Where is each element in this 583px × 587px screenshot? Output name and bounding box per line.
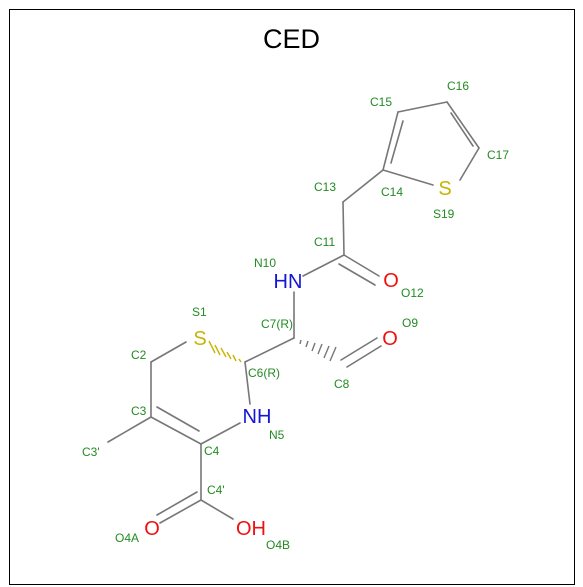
sulfur-thiophene-symbol: S xyxy=(438,178,451,200)
bond-s19-c14 xyxy=(382,169,434,186)
carbonyl-oxygen-symbol: O xyxy=(144,518,160,540)
bond-c16-c17-inner xyxy=(450,112,474,147)
atom-label-c8: C8 xyxy=(334,377,350,391)
bond-c3-c4-double xyxy=(156,406,200,432)
bond-c4p-o4a-double xyxy=(156,491,198,516)
bond-c4-n5 xyxy=(200,422,241,445)
atom-labels: C15 C16 C17 C14 S19 C13 C11 N10 O12 S1 C… xyxy=(82,79,509,552)
bond-c8-o9-double xyxy=(346,345,382,368)
atom-label-o4b: O4B xyxy=(266,538,290,552)
bond-c4p-o4b xyxy=(200,499,234,520)
bond-c8-o9 xyxy=(340,337,378,361)
bond-c14-c13 xyxy=(342,169,384,203)
atom-label-o12: O12 xyxy=(401,286,424,300)
atom-label-c4: C4 xyxy=(204,444,220,458)
bond-c6-n5 xyxy=(244,361,251,405)
diagram-frame xyxy=(9,9,575,585)
ring-nitrogen-symbol: NH xyxy=(243,406,272,428)
hash-wedge-c6-s1 xyxy=(208,340,242,363)
amide-nitrogen-symbol: HN xyxy=(274,271,303,293)
atom-label-c3-prime: C3' xyxy=(82,445,100,459)
atom-label-o9: O9 xyxy=(402,316,418,330)
atom-label-c17: C17 xyxy=(487,148,509,162)
atom-label-c14: C14 xyxy=(381,185,403,199)
atom-label-c6: C6(R) xyxy=(248,366,280,380)
atom-label-c3: C3 xyxy=(131,404,147,418)
bond-c11-o12 xyxy=(343,254,380,277)
bond-c16-c17 xyxy=(446,101,480,149)
bond-c13-c11 xyxy=(342,201,345,256)
atom-label-c11: C11 xyxy=(314,235,335,249)
bond-c14-c15-inner xyxy=(390,120,404,164)
atom-label-s1: S1 xyxy=(192,305,207,319)
bond-c3-c3p xyxy=(107,416,152,443)
atom-label-c16: C16 xyxy=(447,79,469,93)
bond-c4p-o4a xyxy=(159,499,202,524)
aldehyde-oxygen-symbol: O xyxy=(382,328,398,350)
atom-label-n5: N5 xyxy=(269,428,285,442)
bond-c3-c4 xyxy=(150,416,202,445)
bonds xyxy=(107,101,480,524)
bond-c11-o12-double xyxy=(338,263,376,286)
atom-label-c7: C7(R) xyxy=(261,317,293,331)
bond-s1-c2 xyxy=(150,341,187,363)
bond-c14-c15 xyxy=(382,111,399,171)
atom-label-c2: C2 xyxy=(131,348,147,362)
atom-label-s19: S19 xyxy=(433,207,455,221)
amide-oxygen-symbol: O xyxy=(383,270,399,292)
bond-c11-n10 xyxy=(302,254,345,277)
atom-label-n10: N10 xyxy=(254,256,276,270)
bond-c17-s19 xyxy=(459,147,480,181)
atom-label-c13: C13 xyxy=(314,180,336,194)
sulfur-ring-symbol: S xyxy=(193,328,206,350)
molecule-title: CED xyxy=(262,24,320,54)
bond-c7-c6 xyxy=(244,337,295,363)
atom-label-c15: C15 xyxy=(370,95,392,109)
atom-label-o4a: O4A xyxy=(115,531,139,545)
hydroxyl-symbol: OH xyxy=(236,518,266,540)
atom-label-c4-prime: C4' xyxy=(207,483,225,497)
bond-c15-c16 xyxy=(397,101,448,113)
hash-wedge-c7-c8 xyxy=(299,339,337,362)
